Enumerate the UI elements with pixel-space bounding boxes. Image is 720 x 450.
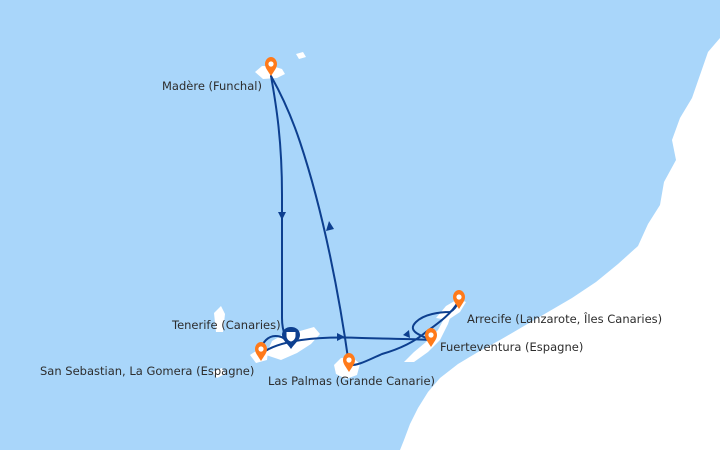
- arrow-up-right-icon: [403, 330, 410, 338]
- port-pin-icon: [453, 290, 465, 309]
- port-label-la-gomera: San Sebastian, La Gomera (Espagne): [40, 364, 255, 378]
- port-pin-icon: [425, 328, 437, 347]
- island-porto-santo: [296, 52, 306, 59]
- route-leg-las-palmas-funchal: [270, 75, 350, 366]
- port-pin-icon: [255, 342, 267, 361]
- arrow-down-icon: [278, 212, 286, 220]
- port-label-funchal: Madère (Funchal): [162, 79, 262, 93]
- route-leg-arrecife-las-palmas: [348, 301, 459, 367]
- port-label-fuerteventura: Fuerteventura (Espagne): [440, 340, 584, 354]
- route-direction-arrows: [278, 212, 410, 341]
- island-la-palma: [214, 306, 225, 332]
- port-label-las-palmas: Las Palmas (Grande Canarie): [268, 374, 436, 388]
- africa-coast: [400, 38, 720, 450]
- port-pin-icon: [265, 57, 277, 76]
- island-el-hierro: [212, 368, 225, 378]
- arrow-right-icon: [337, 333, 345, 341]
- home-port-icon: [282, 327, 300, 349]
- port-label-tenerife: Tenerife (Canaries): [172, 318, 281, 332]
- port-pin-icon: [343, 353, 355, 372]
- arrow-up-icon: [326, 221, 334, 231]
- port-label-arrecife: Arrecife (Lanzarote, Îles Canaries): [467, 312, 663, 326]
